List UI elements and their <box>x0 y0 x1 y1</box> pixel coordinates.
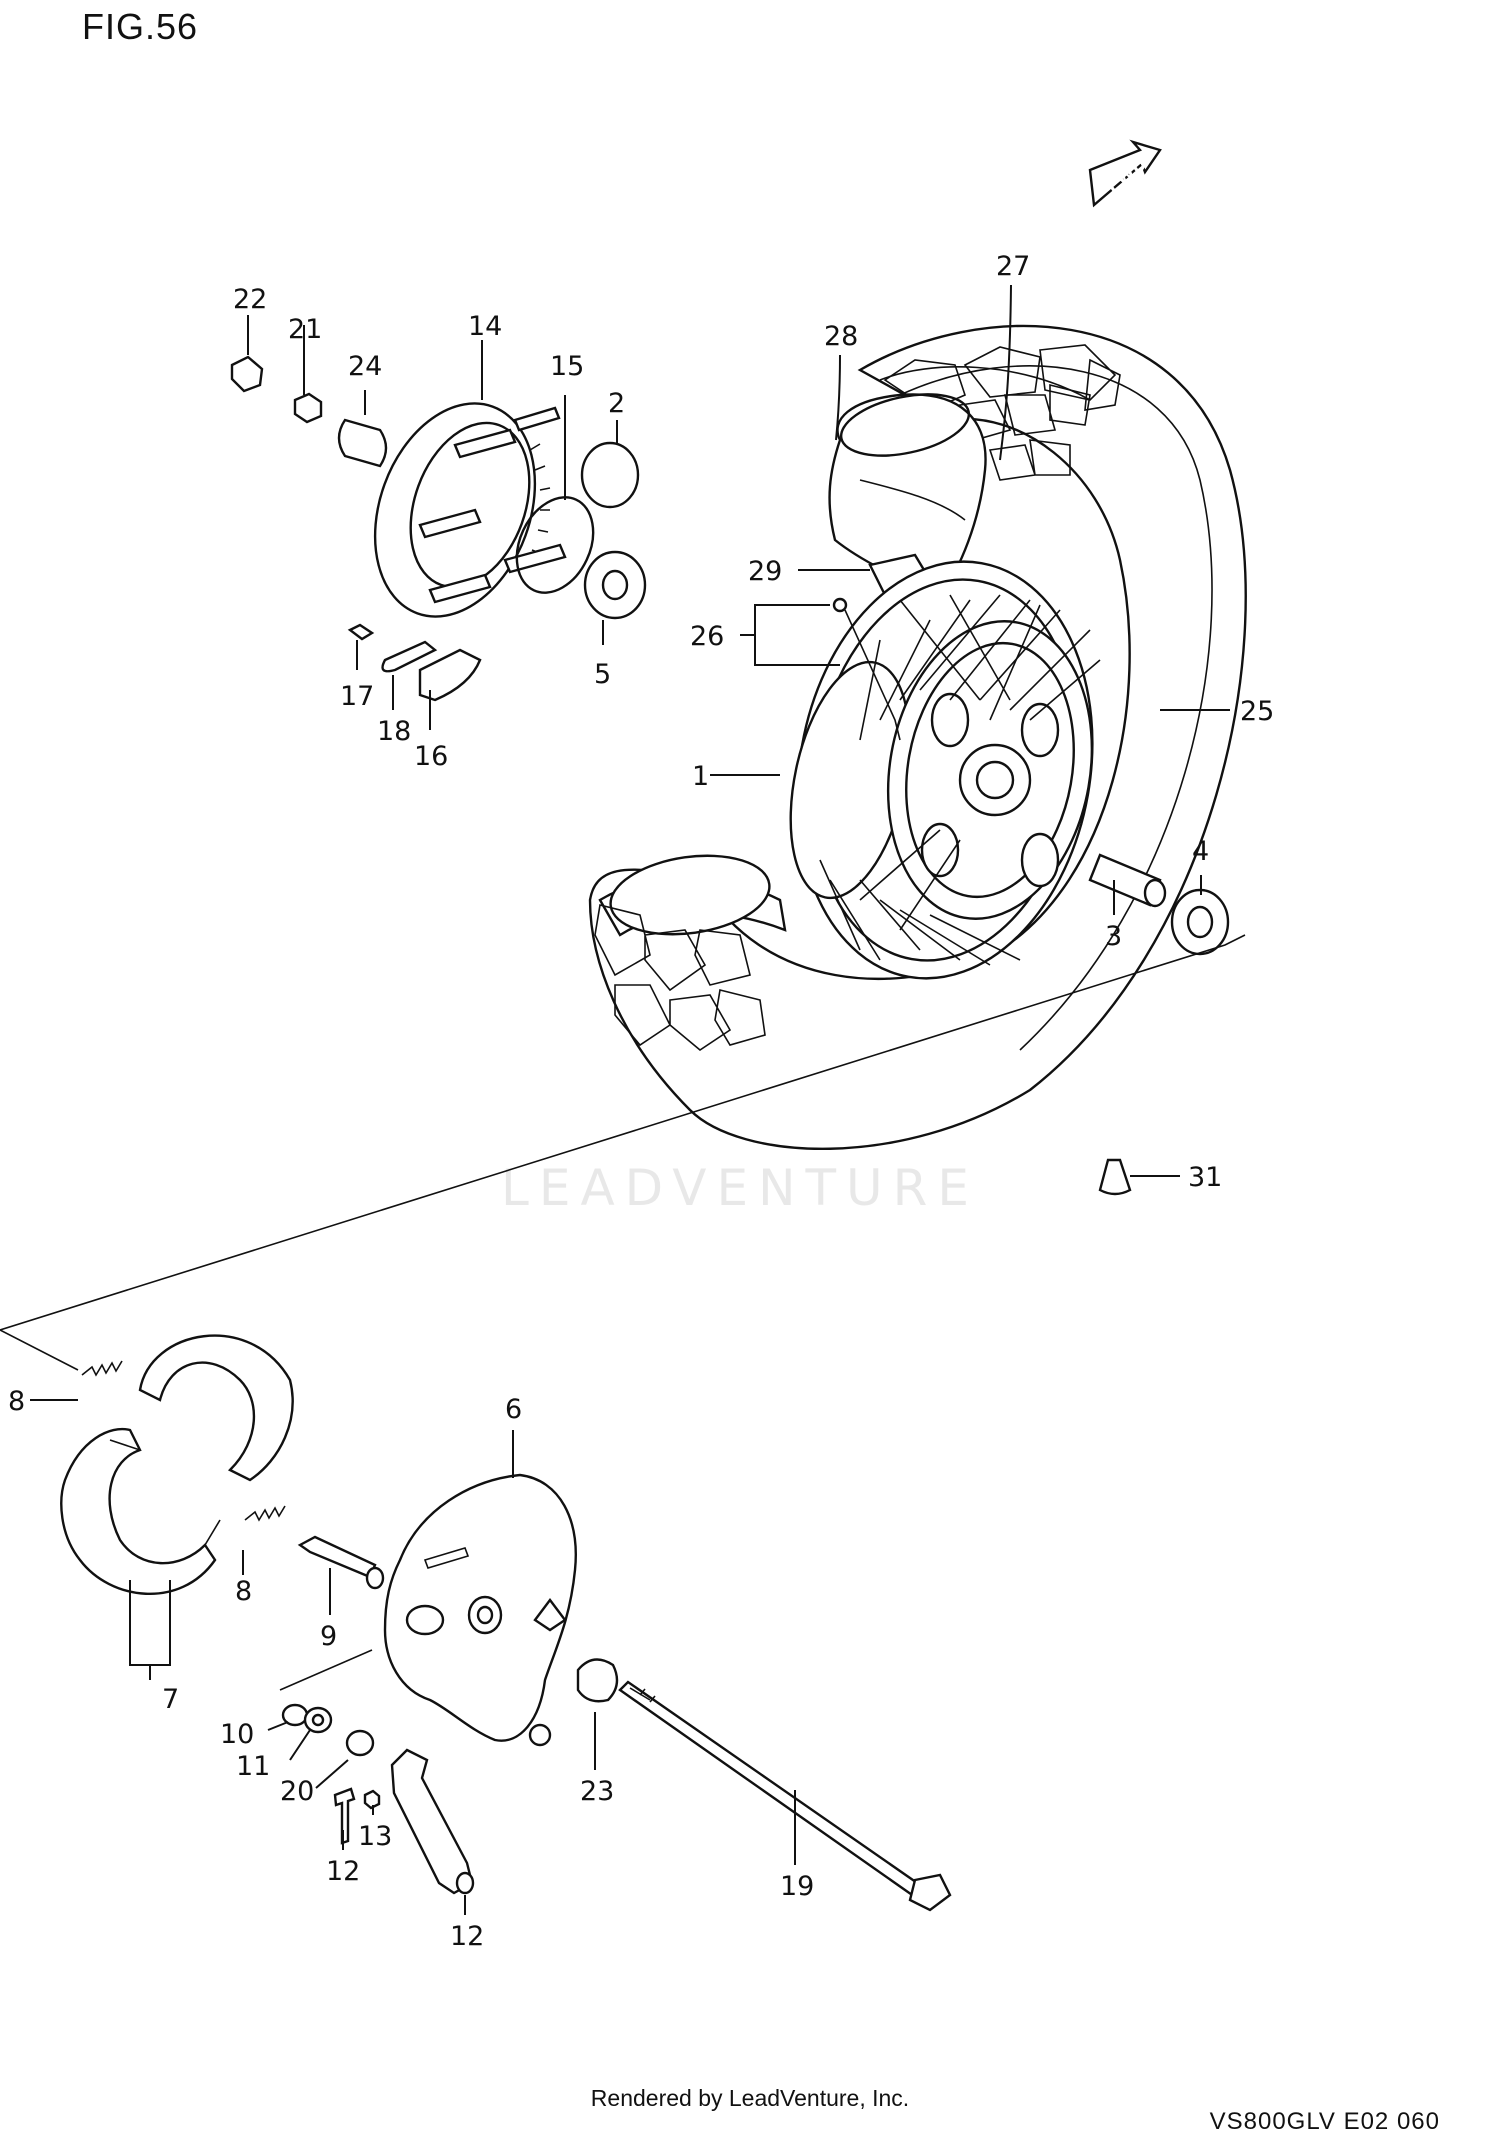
callout-31: 31 <box>1188 1162 1222 1193</box>
callout-19: 18 <box>377 716 411 747</box>
callout-12: 12 <box>450 1921 484 1952</box>
spokes <box>819 594 1101 966</box>
brake-panel <box>383 1473 577 1747</box>
o-ring <box>515 496 595 594</box>
leader-lines <box>30 284 1230 1915</box>
tire <box>588 324 1247 1150</box>
brake-spring-2 <box>244 1505 286 1522</box>
callout-labels: 22 21 24 14 15 2 5 17 18 16 27 28 29 26 … <box>8 251 1274 1952</box>
fwd-arrow-icon: FWD <box>1088 139 1162 208</box>
wheel-rim <box>789 560 1101 980</box>
callout-21: 20 <box>280 1776 314 1807</box>
callout-30: 29 <box>748 556 782 587</box>
valve-cap <box>1098 1158 1132 1196</box>
bearing-5 <box>583 550 647 620</box>
callout-5: 5 <box>594 659 611 690</box>
watermark-text: LEADVENTURE <box>501 1159 979 1217</box>
callout-20: 19 <box>780 1871 814 1902</box>
nut-22 <box>293 392 323 424</box>
bolt-13 <box>333 1787 356 1845</box>
brake-cam <box>297 1535 385 1590</box>
callout-7: 7 <box>162 1684 179 1715</box>
tube <box>828 393 987 597</box>
callout-1: 1 <box>692 761 709 792</box>
spacer-25 <box>337 418 388 468</box>
plate-17 <box>418 648 482 702</box>
cam-lever <box>390 1748 475 1895</box>
model-code: VS800GLV E02 060 <box>1209 2108 1440 2135</box>
callout-27: 26 <box>690 621 724 652</box>
callout-6: 6 <box>505 1394 522 1425</box>
seal-11 <box>303 1706 333 1734</box>
spacer-24 <box>576 1658 619 1703</box>
dust-seal <box>580 441 640 509</box>
nut-14 <box>363 1789 381 1810</box>
callout-2: 2 <box>608 388 625 419</box>
callout-29: 28 <box>824 321 858 352</box>
render-credit: Rendered by LeadVenture, Inc. <box>590 2085 910 2111</box>
spoke-set <box>844 609 901 741</box>
callout-17: 16 <box>414 741 448 772</box>
callout-26: 25 <box>1240 696 1274 727</box>
callout-10: 10 <box>220 1719 254 1750</box>
rear-axle <box>618 1680 952 1912</box>
exploded-view-lines <box>0 934 1246 1691</box>
callout-8-lower: 8 <box>235 1576 252 1607</box>
callout-22: 21 <box>288 314 322 345</box>
washer-21 <box>345 1729 375 1757</box>
callout-9: 9 <box>320 1621 337 1652</box>
callout-3: 3 <box>1105 921 1122 952</box>
callout-25: 24 <box>348 351 382 382</box>
brake-shoe-set <box>60 1334 294 1595</box>
drum-studs <box>418 406 567 604</box>
callout-15: 14 <box>468 311 502 342</box>
callout-13: 12 <box>326 1856 360 1887</box>
brake-spring-1 <box>81 1360 123 1377</box>
callout-11: 11 <box>236 1751 270 1782</box>
callout-24: 23 <box>580 1776 614 1807</box>
callout-23: 22 <box>233 284 267 315</box>
nut-23 <box>230 355 264 393</box>
tread-pattern <box>883 344 1121 481</box>
callout-8-upper: 8 <box>8 1386 25 1417</box>
lock-washer-19 <box>381 640 438 673</box>
callout-14: 13 <box>358 1821 392 1852</box>
bolt-18 <box>347 623 375 641</box>
bearing-4 <box>1170 888 1230 956</box>
sprocket-drum <box>373 402 567 618</box>
callout-16: 15 <box>550 351 584 382</box>
axle-spacer <box>1088 853 1167 908</box>
figure-title: FIG.56 <box>82 6 199 47</box>
callout-18: 17 <box>340 681 374 712</box>
callout-28: 27 <box>996 251 1030 282</box>
callout-4: 4 <box>1192 836 1209 867</box>
